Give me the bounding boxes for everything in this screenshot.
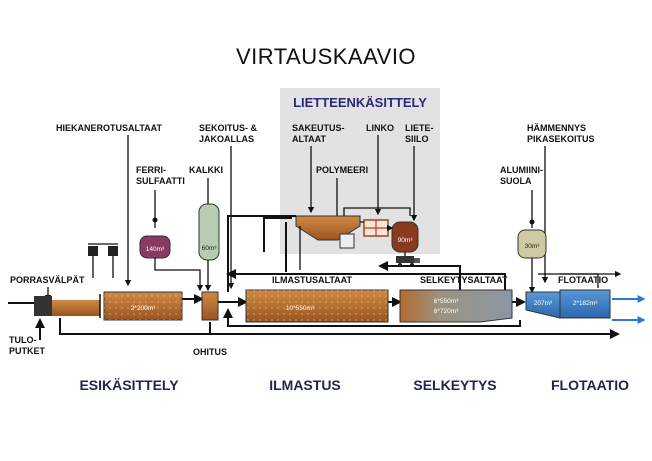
svg-text:60m³: 60m³: [202, 245, 218, 252]
kalkki-tank: 60m³: [198, 178, 220, 261]
svg-text:SELKEYTYSALTAAT: SELKEYTYSALTAAT: [420, 275, 508, 285]
stage-selkeytys: SELKEYTYS: [413, 377, 496, 393]
label-selkeytysaltaat: SELKEYTYSALTAAT: [420, 275, 508, 285]
svg-text:LINKO: LINKO: [366, 123, 394, 133]
svg-text:LIETE-: LIETE-: [405, 123, 434, 133]
label-porras: PORRASVÄLPÄT: [10, 275, 85, 285]
linko-centrifuge: [363, 219, 389, 237]
process-pipes: [8, 207, 620, 340]
svg-text:140m³: 140m³: [146, 246, 165, 253]
svg-text:FLOTAATIO: FLOTAATIO: [558, 275, 608, 285]
svg-text:6*720m³: 6*720m³: [434, 308, 459, 315]
svg-text:2*182m³: 2*182m³: [573, 300, 598, 307]
svg-text:10*550m³: 10*550m³: [286, 305, 315, 312]
svg-text:OHITUS: OHITUS: [193, 347, 227, 357]
svg-text:SIILO: SIILO: [405, 134, 429, 144]
screen-machines-icon: [88, 243, 118, 278]
svg-text:FERRI-: FERRI-: [136, 165, 166, 175]
svg-text:90m³: 90m³: [398, 237, 414, 244]
svg-text:HIEKANEROTUSALTAAT: HIEKANEROTUSALTAAT: [56, 123, 162, 133]
svg-text:SUOLA: SUOLA: [500, 176, 532, 186]
flotaatio-basin: 207m³ 2*182m³: [525, 270, 646, 324]
label-hammennys: HÄMMENNYS PIKASEKOITUS: [527, 123, 595, 144]
label-sakeutus: SAKEUTUS- ALTAAT: [292, 123, 345, 144]
svg-text:SAKEUTUS-: SAKEUTUS-: [292, 123, 345, 133]
selkeytys-basin: 6*550m³ 6*720m³: [399, 289, 513, 323]
lietesiilo-tank: 90m³: [391, 221, 419, 253]
stage-ilmastus: ILMASTUS: [269, 377, 341, 393]
stage-esikasittely: ESIKÄSITTELY: [79, 377, 179, 393]
stage-flotaatio: FLOTAATIO: [551, 377, 629, 393]
label-ferri: FERRI- SULFAATTI: [136, 165, 185, 186]
label-kalkki: KALKKI: [189, 165, 223, 175]
label-hiekanerotus: HIEKANEROTUSALTAAT: [56, 123, 162, 133]
svg-text:KALKKI: KALKKI: [189, 165, 223, 175]
svg-text:HÄMMENNYS: HÄMMENNYS: [527, 123, 586, 133]
svg-text:ALTAAT: ALTAAT: [292, 134, 326, 144]
svg-text:2*200m³: 2*200m³: [131, 305, 156, 312]
label-polymeeri: POLYMEERI: [316, 165, 368, 175]
svg-text:TULO-: TULO-: [9, 335, 37, 345]
label-ohitus: OHITUS: [193, 347, 227, 357]
svg-text:ILMASTUSALTAAT: ILMASTUSALTAAT: [272, 275, 352, 285]
svg-text:6*550m³: 6*550m³: [434, 298, 459, 305]
svg-text:POLYMEERI: POLYMEERI: [316, 165, 368, 175]
svg-text:SULFAATTI: SULFAATTI: [136, 176, 185, 186]
label-flotaatio-basin: FLOTAATIO: [558, 275, 608, 285]
sludge-section-title: LIETTEENKÄSITTELY: [293, 95, 427, 110]
sekoitus-basin: [201, 291, 219, 321]
svg-text:SEKOITUS- &: SEKOITUS- &: [199, 123, 258, 133]
label-tulo: TULO- PUTKET: [9, 335, 46, 356]
label-sekoitus: SEKOITUS- & JAKOALLAS: [199, 123, 258, 144]
svg-text:30m³: 30m³: [525, 243, 541, 250]
label-lietesiilo: LIETE- SIILO: [405, 123, 434, 144]
tulo-inlet: [34, 294, 101, 318]
label-linko: LINKO: [366, 123, 394, 133]
ilmastus-basin: 10*550m³: [245, 289, 389, 323]
sakeutus-thickener: [295, 215, 361, 249]
svg-text:PUTKET: PUTKET: [9, 346, 46, 356]
svg-text:207m³: 207m³: [534, 300, 553, 307]
svg-text:PORRASVÄLPÄT: PORRASVÄLPÄT: [10, 275, 85, 285]
diagram-title: VIRTAUSKAAVIO: [236, 44, 416, 69]
ferri-tank: 140m³: [139, 190, 171, 259]
svg-text:JAKOALLAS: JAKOALLAS: [199, 134, 254, 144]
label-ilmastusaltaat: ILMASTUSALTAAT: [272, 275, 352, 285]
svg-text:PIKASEKOITUS: PIKASEKOITUS: [527, 134, 595, 144]
label-alumiini: ALUMIINI- SUOLA: [500, 165, 543, 186]
alumiini-tank: 30m³: [517, 190, 547, 259]
hiekka-basin: 2*200m³: [103, 291, 183, 321]
svg-text:ALUMIINI-: ALUMIINI-: [500, 165, 543, 175]
